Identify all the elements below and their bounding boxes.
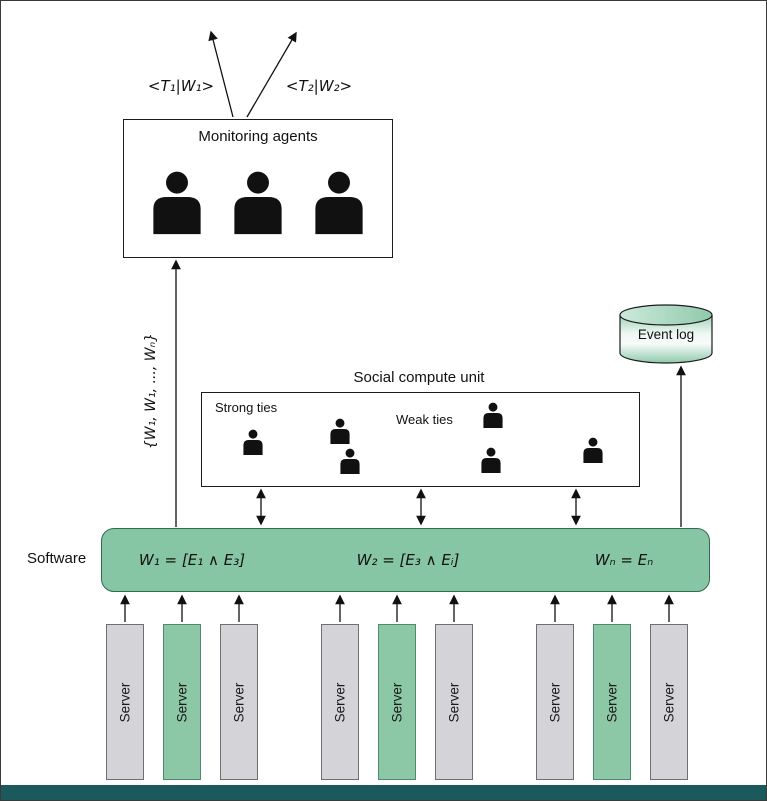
- software-bar: W₁ = [E₁ ∧ E₃] W₂ = [E₃ ∧ Eᵢ] Wₙ = Eₙ: [101, 528, 710, 592]
- server-label: Server: [604, 682, 620, 722]
- software-formula-2: W₂ = [E₃ ∧ Eᵢ]: [356, 551, 460, 569]
- event-log-label: Event log: [637, 327, 695, 342]
- agent-person-icon: [312, 166, 366, 238]
- server-label: Server: [174, 682, 190, 722]
- scu-person-icon: [482, 402, 504, 428]
- t2w2-arrow: [246, 31, 297, 118]
- server-box: Server: [321, 624, 359, 780]
- weak-ties-label: Weak ties: [396, 412, 453, 427]
- server-box: Server: [163, 624, 201, 780]
- scu-person-icon: [582, 437, 604, 463]
- strong-ties-label: Strong ties: [215, 400, 278, 415]
- monitoring-agents-title: Monitoring agents: [198, 128, 318, 145]
- server-box: Server: [435, 624, 473, 780]
- monitoring-agents-box: Monitoring agents: [123, 119, 393, 258]
- agent-person-icon: [150, 166, 204, 238]
- scu-title: Social compute unit: [353, 369, 485, 386]
- software-formula-1: W₁ = [E₁ ∧ E₃]: [138, 551, 246, 569]
- server-box: Server: [106, 624, 144, 780]
- scu-person-icon: [242, 429, 264, 455]
- server-box: Server: [593, 624, 631, 780]
- software-label: Software: [27, 550, 87, 567]
- server-label: Server: [547, 682, 563, 722]
- t1w1-label: <T₁|W₁>: [147, 77, 215, 95]
- server-box: Server: [650, 624, 688, 780]
- server-box: Server: [536, 624, 574, 780]
- t1w1-arrow: [208, 30, 234, 118]
- footer-accent-bar: [1, 785, 766, 800]
- workflow-set-label: {W₁, W₁, ..., Wₙ}: [143, 332, 159, 450]
- server-label: Server: [117, 682, 133, 722]
- scu-person-icon: [339, 448, 361, 474]
- server-label: Server: [332, 682, 348, 722]
- scu-person-icon: [480, 447, 502, 473]
- software-formula-n: Wₙ = Eₙ: [594, 551, 654, 569]
- scu-person-icon: [329, 418, 351, 444]
- server-label: Server: [446, 682, 462, 722]
- server-label: Server: [661, 682, 677, 722]
- t2w2-label: <T₂|W₂>: [285, 77, 353, 95]
- server-label: Server: [231, 682, 247, 722]
- social-compute-unit-box: Strong ties Weak ties: [201, 392, 640, 487]
- server-box: Server: [220, 624, 258, 780]
- agent-person-icon: [231, 166, 285, 238]
- server-label: Server: [389, 682, 405, 722]
- server-box: Server: [378, 624, 416, 780]
